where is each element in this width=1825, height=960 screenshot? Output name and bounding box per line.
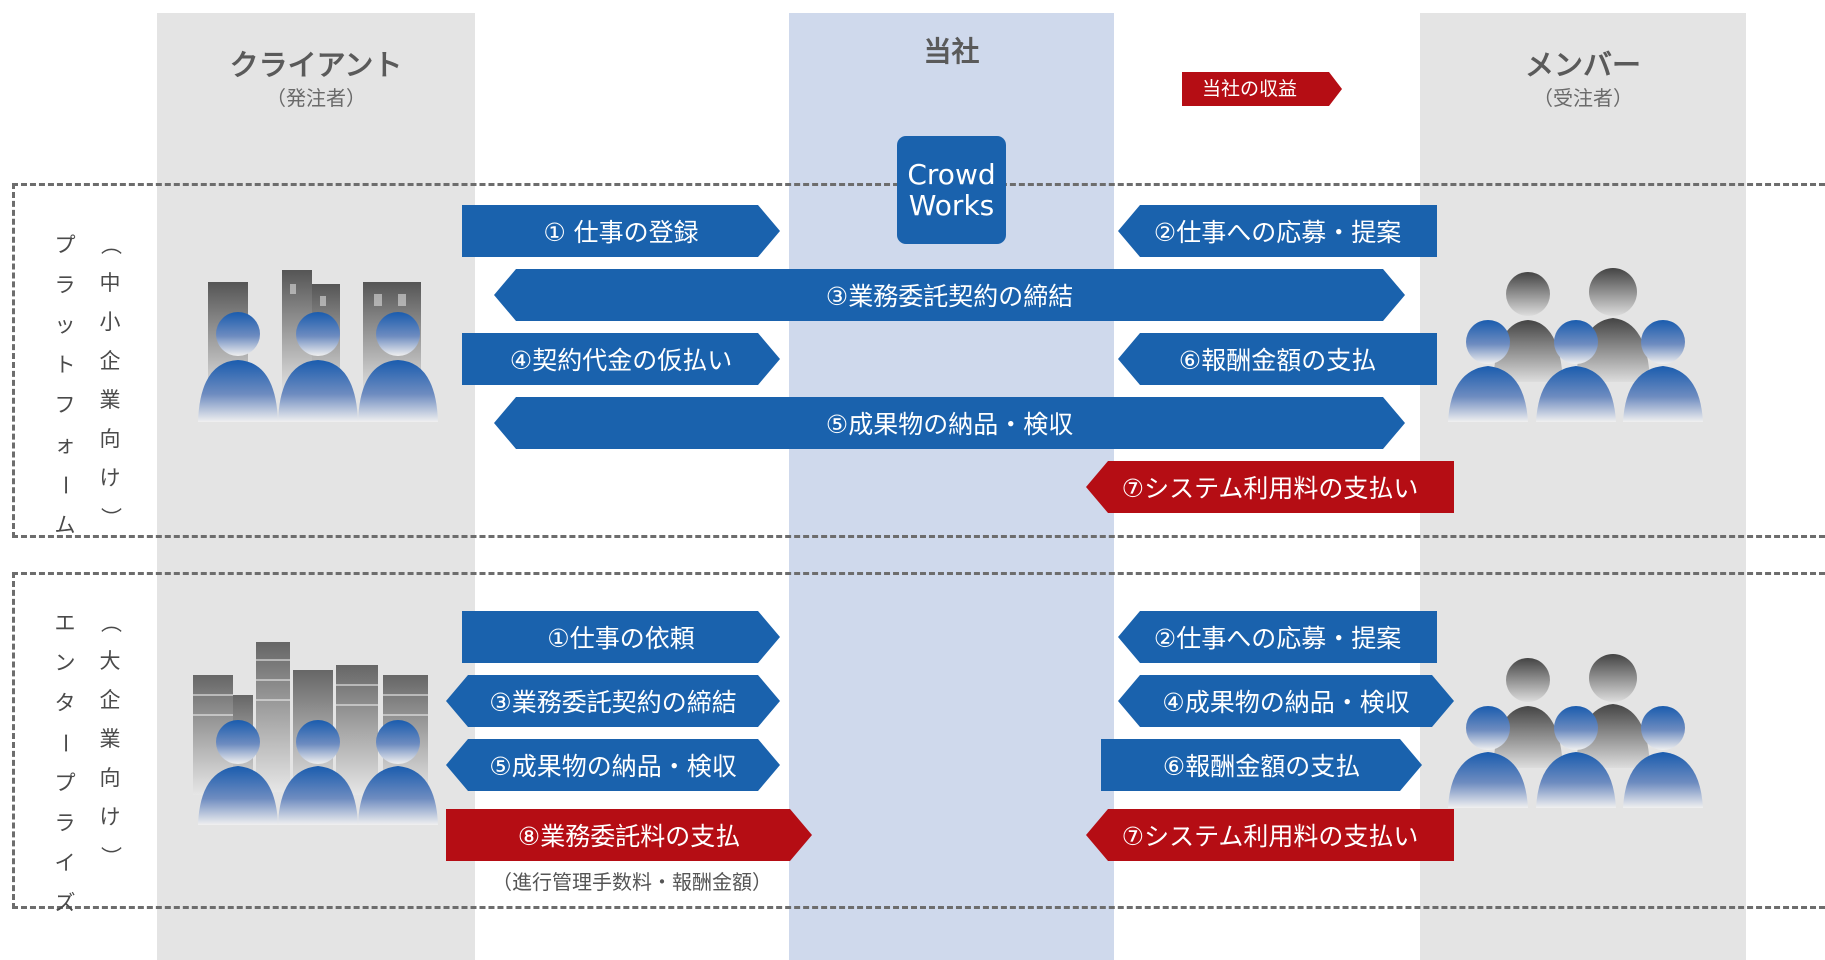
enterprise-arrow-7: ⑦システム利用料の支払い bbox=[1086, 809, 1454, 861]
enterprise-arrow-6: ⑥報酬金額の支払 bbox=[1101, 739, 1422, 791]
vertical-char: ラ bbox=[54, 811, 76, 835]
vertical-char: プ bbox=[54, 771, 76, 795]
platform-arrow-3: ③業務委託契約の締結 bbox=[494, 269, 1405, 321]
enterprise-section bbox=[12, 572, 1825, 909]
platform-arrow-2: ②仕事への応募・提案 bbox=[1118, 205, 1437, 257]
vertical-char: 向 bbox=[99, 427, 121, 451]
logo-line-1: Crowd bbox=[907, 158, 996, 191]
large-buildings-people-icon bbox=[193, 642, 438, 825]
vertical-char: ォ bbox=[54, 433, 76, 457]
vertical-char: 向 bbox=[99, 766, 121, 790]
vertical-char: イ bbox=[54, 851, 76, 875]
enterprise-arrow-4: ④成果物の納品・検収 bbox=[1118, 675, 1454, 727]
vertical-char: ） bbox=[98, 846, 123, 867]
vertical-char: ラ bbox=[54, 273, 76, 297]
platform-arrow-5: ⑤成果物の納品・検収 bbox=[494, 397, 1405, 449]
crowdworks-logo: Crowd Works bbox=[897, 136, 1006, 244]
vertical-char: け bbox=[99, 805, 121, 829]
vertical-char: 企 bbox=[99, 688, 121, 712]
vertical-char: 業 bbox=[99, 727, 121, 751]
member-title: メンバー bbox=[1524, 48, 1641, 82]
member-subtitle: （受注者） bbox=[1533, 86, 1633, 110]
enterprise-section-title: エンタープライズ bbox=[52, 603, 78, 923]
vertical-char: ト bbox=[54, 353, 76, 377]
platform-arrow-7: ⑦システム利用料の支払い bbox=[1086, 461, 1454, 513]
member-group-icon bbox=[1448, 654, 1703, 808]
vertical-char: ッ bbox=[54, 313, 76, 337]
platform-section-title: プラットフォーム bbox=[52, 225, 78, 545]
vertical-char: 大 bbox=[99, 649, 121, 673]
enterprise-arrow-8: ⑧業務委託料の支払 bbox=[446, 809, 812, 861]
enterprise-arrow-2: ②仕事への応募・提案 bbox=[1118, 611, 1437, 663]
revenue-legend-badge: 当社の収益 bbox=[1182, 72, 1342, 106]
vertical-char: （ bbox=[98, 612, 123, 633]
vertical-char: 小 bbox=[99, 310, 121, 334]
vertical-char: ） bbox=[98, 507, 123, 528]
vertical-char: 企 bbox=[99, 349, 121, 373]
vertical-char: ー bbox=[53, 474, 77, 496]
enterprise-arrow-3: ③業務委託契約の締結 bbox=[446, 675, 780, 727]
vertical-char: ズ bbox=[54, 891, 76, 915]
enterprise-arrow-1: ①仕事の依頼 bbox=[462, 611, 780, 663]
client-title: クライアント bbox=[229, 48, 403, 82]
vertical-char: エ bbox=[54, 611, 76, 635]
vertical-char: プ bbox=[54, 233, 76, 257]
client-subtitle: （発注者） bbox=[266, 86, 366, 110]
vertical-char: 中 bbox=[99, 271, 121, 295]
enterprise-arrow-5: ⑤成果物の納品・検収 bbox=[446, 739, 780, 791]
vertical-char: タ bbox=[54, 691, 76, 715]
vertical-char: ー bbox=[53, 732, 77, 754]
logo-line-2: Works bbox=[908, 189, 995, 222]
company-title: 当社 bbox=[923, 35, 980, 68]
small-buildings-people-icon bbox=[198, 270, 438, 422]
vertical-char: 業 bbox=[99, 388, 121, 412]
member-group-icon bbox=[1448, 268, 1703, 422]
vertical-char: け bbox=[99, 466, 121, 490]
vertical-char: ン bbox=[54, 651, 76, 675]
platform-arrow-4: ④契約代金の仮払い bbox=[462, 333, 780, 385]
platform-arrow-1: ① 仕事の登録 bbox=[462, 205, 780, 257]
enterprise-payment-note: （進行管理手数料・報酬金額） bbox=[492, 870, 772, 894]
platform-section-subtitle: （ 中小企業向け ） bbox=[97, 225, 123, 537]
enterprise-section-subtitle: （ 大企業向け ） bbox=[97, 603, 123, 876]
vertical-char: ム bbox=[54, 513, 76, 537]
platform-arrow-6: ⑥報酬金額の支払 bbox=[1118, 333, 1437, 385]
vertical-char: フ bbox=[54, 393, 76, 417]
vertical-char: （ bbox=[98, 234, 123, 255]
